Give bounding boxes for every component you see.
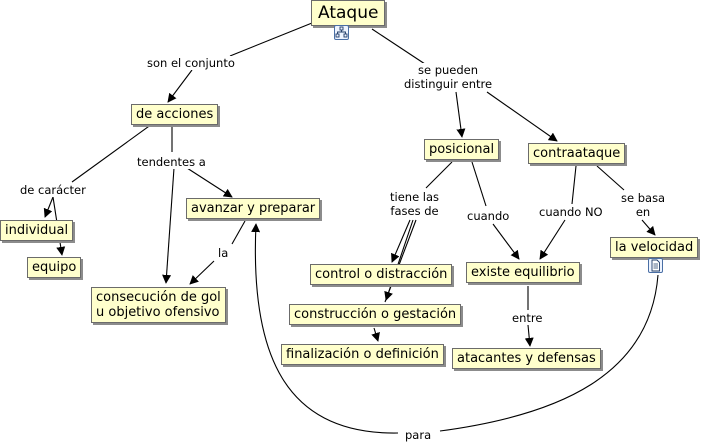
concept-posicional[interactable]: posicional [424, 139, 500, 160]
link-fases-control [391, 219, 411, 263]
concept-control-o-distraccion[interactable]: control o distracción [310, 264, 453, 285]
link-fases-extra [384, 219, 417, 303]
link-sepueden-contraataque [486, 91, 558, 142]
link-contra-cuandono [571, 165, 577, 205]
phrase-se-basa-en: se basa en [620, 191, 667, 219]
link-acciones-caracter [71, 123, 153, 183]
concept-individual[interactable]: individual [0, 220, 74, 241]
concept-avanzar-y-preparar[interactable]: avanzar y preparar [186, 198, 321, 219]
link-velocidad-para [439, 274, 659, 432]
link-ataque-son [229, 22, 313, 57]
phrase-tiene-las-fases-de: tiene las fases de [389, 190, 441, 218]
phrase-se-pueden-distinguir: se pueden distinguir entre [403, 63, 494, 91]
link-cuandono-equilibrio [539, 219, 566, 260]
concept-finalizacion-o-definicion[interactable]: finalización o definición [281, 344, 444, 365]
link-contra-sebasa [596, 165, 625, 191]
link-caracter-individual [43, 196, 54, 218]
phrase-cuando-no: cuando NO [538, 205, 604, 219]
link-sebasa-velocidad [641, 219, 656, 236]
concept-equipo[interactable]: equipo [27, 257, 82, 278]
concept-map-icon[interactable] [334, 25, 349, 40]
concept-de-acciones[interactable]: de acciones [131, 104, 219, 125]
phrase-de-caracter: de carácter [19, 183, 87, 197]
link-entre-atacantes [524, 324, 534, 347]
concept-atacantes-y-defensas[interactable]: atacantes y defensas [452, 348, 601, 369]
link-para-avanzar [251, 223, 399, 434]
link-tendentes-avanzar [186, 167, 233, 198]
link-posicional-cuando [471, 161, 487, 207]
concept-construccion-o-gestacion[interactable]: construcción o gestación [289, 304, 462, 325]
concept-la-velocidad[interactable]: la velocidad [610, 237, 699, 258]
concept-consecucion-de-gol[interactable]: consecución de gol u objetivo ofensivo [91, 287, 226, 323]
concept-existe-equilibrio[interactable]: existe equilibrio [466, 262, 580, 283]
document-icon[interactable] [648, 258, 663, 273]
link-posicional-fases [425, 161, 453, 189]
phrase-son-el-conjunto: son el conjunto [146, 56, 236, 70]
phrase-para: para [404, 428, 433, 442]
link-ataque-sepueden [371, 28, 429, 67]
link-son-acciones [167, 69, 193, 103]
link-construccion-finalizacion [371, 327, 380, 342]
link-tendentes-consecucion [162, 167, 175, 284]
phrase-cuando: cuando [466, 209, 511, 223]
link-avanzar-la [231, 220, 246, 245]
link-la-consecucion [189, 260, 215, 285]
concept-ataque[interactable]: Ataque [311, 0, 386, 26]
link-cuando-equilibrio [492, 223, 520, 260]
phrase-la: la [217, 246, 230, 260]
link-sepueden-posicional [455, 91, 466, 138]
concept-contraataque[interactable]: contraataque [528, 143, 626, 164]
phrase-entre: entre [511, 311, 544, 325]
phrase-tendentes-a: tendentes a [136, 155, 207, 169]
